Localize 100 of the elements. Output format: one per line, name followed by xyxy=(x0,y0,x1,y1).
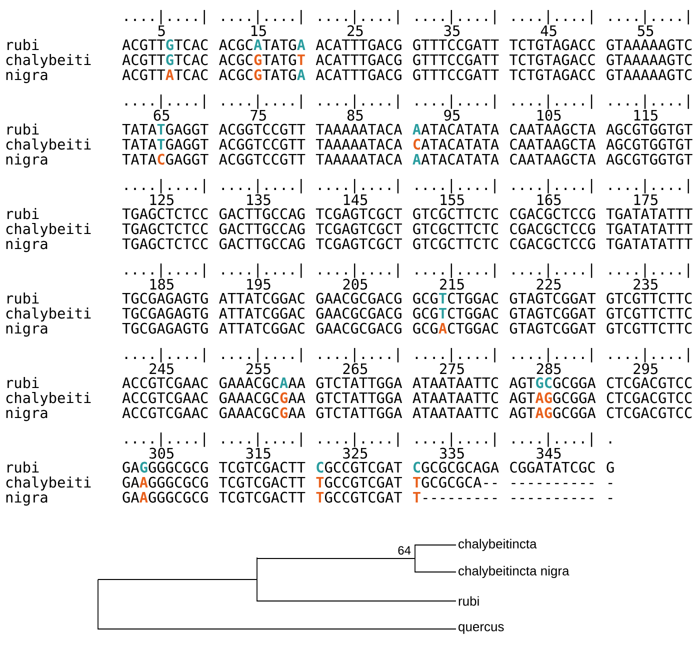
sequence-text: TGAGCTCTCC xyxy=(122,238,208,250)
sequence-text: ACCGTCGAAC xyxy=(122,392,208,404)
highlighted-base: A xyxy=(166,70,174,80)
ruler-text: ....|....| xyxy=(125,94,205,109)
sequence-text: GAACGCGACG xyxy=(316,292,402,304)
sequence-text: ACCGTCGAAC xyxy=(122,407,208,418)
sequence-text: CTCGACGTCC xyxy=(607,392,692,404)
ruler-text: . xyxy=(609,441,612,444)
sequence-text: ACGTT xyxy=(122,39,166,50)
sequence-text: GGGCGCG xyxy=(148,492,208,503)
sequence-text: ACATTTGACG xyxy=(316,54,402,66)
sequence-text: ACGC xyxy=(219,54,252,66)
position-number: 295 xyxy=(634,363,658,374)
ruler-text: ....|....| xyxy=(512,263,592,278)
taxon-label: chalybeiti xyxy=(6,307,91,322)
sequence-text: CTGGAC xyxy=(448,322,498,334)
sequence-text: CTGGAC xyxy=(448,292,498,304)
sequence-text: TCGAGTCGCT xyxy=(316,238,402,250)
position-number: 265 xyxy=(343,363,368,374)
sequence-text: GCG xyxy=(413,292,438,304)
ruler-text: ....|....| xyxy=(512,348,592,362)
ruler-text: ....|....| xyxy=(609,178,689,194)
ruler-text: ....|....| xyxy=(222,10,302,24)
ruler-text: ....|....| xyxy=(512,178,592,194)
ruler-text: ....|....| xyxy=(609,348,689,362)
position-number: 315 xyxy=(246,448,270,459)
sequence-text: - xyxy=(608,498,612,500)
highlighted-base: C xyxy=(316,462,324,473)
ruler-text: ....|....| xyxy=(609,10,689,24)
ruler-text: ....|....| xyxy=(125,348,205,362)
sequence-text: TCAC xyxy=(174,54,208,66)
highlighted-base: A xyxy=(297,40,306,50)
position-number: 205 xyxy=(343,278,368,290)
ruler-text: ....|....| xyxy=(416,348,496,362)
ruler-text: ....|....| xyxy=(319,10,399,24)
sequence-text: TCGTCGACTT xyxy=(219,492,306,503)
ruler-text: ....|....| xyxy=(319,348,399,362)
sequence-text: TGCGAGAGTG xyxy=(122,322,208,334)
sequence-text: CGGATATCGC xyxy=(510,462,595,473)
taxon-label: chalybeiti xyxy=(6,138,91,152)
sequence-text: ATAATAATTC xyxy=(412,377,498,388)
sequence-text: TCTGTAGACC xyxy=(510,54,595,66)
sequence-text: GCG xyxy=(413,322,438,334)
taxon-label: nigra xyxy=(6,492,48,506)
sequence-text: TCTGTAGACC xyxy=(510,39,595,50)
position-number: 335 xyxy=(440,448,464,459)
position-number: 25 xyxy=(348,25,363,36)
sequence-text: GTTTCCGATT xyxy=(413,39,499,50)
sequence-text: TATA xyxy=(122,139,156,150)
ruler-text: ....|....| xyxy=(512,432,592,447)
sequence-text: GA xyxy=(122,492,140,503)
position-number: 165 xyxy=(538,194,561,206)
highlighted-base: C xyxy=(158,154,164,165)
position-number: 255 xyxy=(246,363,270,374)
position-number: 235 xyxy=(634,278,658,290)
sequence-text: ACGGTCCGTT xyxy=(219,154,306,165)
sequence-text: G xyxy=(606,462,614,473)
ruler-text: ....|....| xyxy=(222,178,302,194)
sequence-text: ---------- xyxy=(512,498,594,500)
highlighted-base: AG xyxy=(535,407,552,418)
sequence-text: GTCTATTGGA xyxy=(316,407,402,418)
sequence-text: GAACGCGACG xyxy=(316,308,402,319)
sequence-text: GCGGA xyxy=(553,392,596,404)
sequence-text: CAATAAGCTA xyxy=(510,154,596,165)
sequence-text: GTCGTTCTTC xyxy=(606,322,692,334)
ruler-text: ....|....| xyxy=(416,10,496,24)
sequence-text: GTAGTCGGAT xyxy=(510,308,596,319)
sequence-text: AGCGTGGTGT xyxy=(606,154,692,165)
highlighted-base: T xyxy=(413,477,420,488)
sequence-text: CAATAAGCTA xyxy=(510,124,596,135)
sequence-text: AGCGTGGTGT xyxy=(606,124,692,135)
highlighted-base: G xyxy=(140,462,148,473)
highlighted-base: G xyxy=(280,407,288,418)
sequence-text: GCGGA xyxy=(553,407,596,418)
sequence-text: GTCGTTCTTC xyxy=(606,292,692,304)
highlighted-base: A xyxy=(140,492,148,502)
sequence-text: AA xyxy=(288,392,306,403)
sequence-text: ATTATCGGAC xyxy=(219,292,304,304)
ruler-text: ....|....| xyxy=(609,94,689,109)
tree-branch xyxy=(256,558,415,559)
highlighted-base: A xyxy=(140,477,148,488)
sequence-text: ATAATAATTC xyxy=(412,407,498,418)
sequence-text: GACTTGCCAG xyxy=(220,223,305,234)
sequence-text: AGT xyxy=(509,392,535,404)
sequence-text: ACGGTCCGTT xyxy=(219,124,306,135)
position-number: 35 xyxy=(444,25,460,36)
sequence-text: GCGCGCA-- xyxy=(422,476,497,488)
sequence-text: ---------- xyxy=(512,482,594,484)
taxon-label: chalybeiti xyxy=(6,222,91,237)
position-number: 215 xyxy=(440,278,464,290)
taxon-label: nigra xyxy=(6,322,48,337)
ruler-text: ....|....| xyxy=(512,94,592,109)
position-number: 105 xyxy=(538,110,561,121)
position-number: 65 xyxy=(154,110,170,121)
ruler-text: ....|....| xyxy=(222,432,302,447)
ruler-text: ....|....| xyxy=(416,94,496,109)
sequence-text: ACGTT xyxy=(122,69,166,80)
position-number: 125 xyxy=(150,194,174,206)
sequence-text: GTCGCTTCTC xyxy=(413,223,498,234)
sequence-text: GAAACGC xyxy=(220,407,278,418)
